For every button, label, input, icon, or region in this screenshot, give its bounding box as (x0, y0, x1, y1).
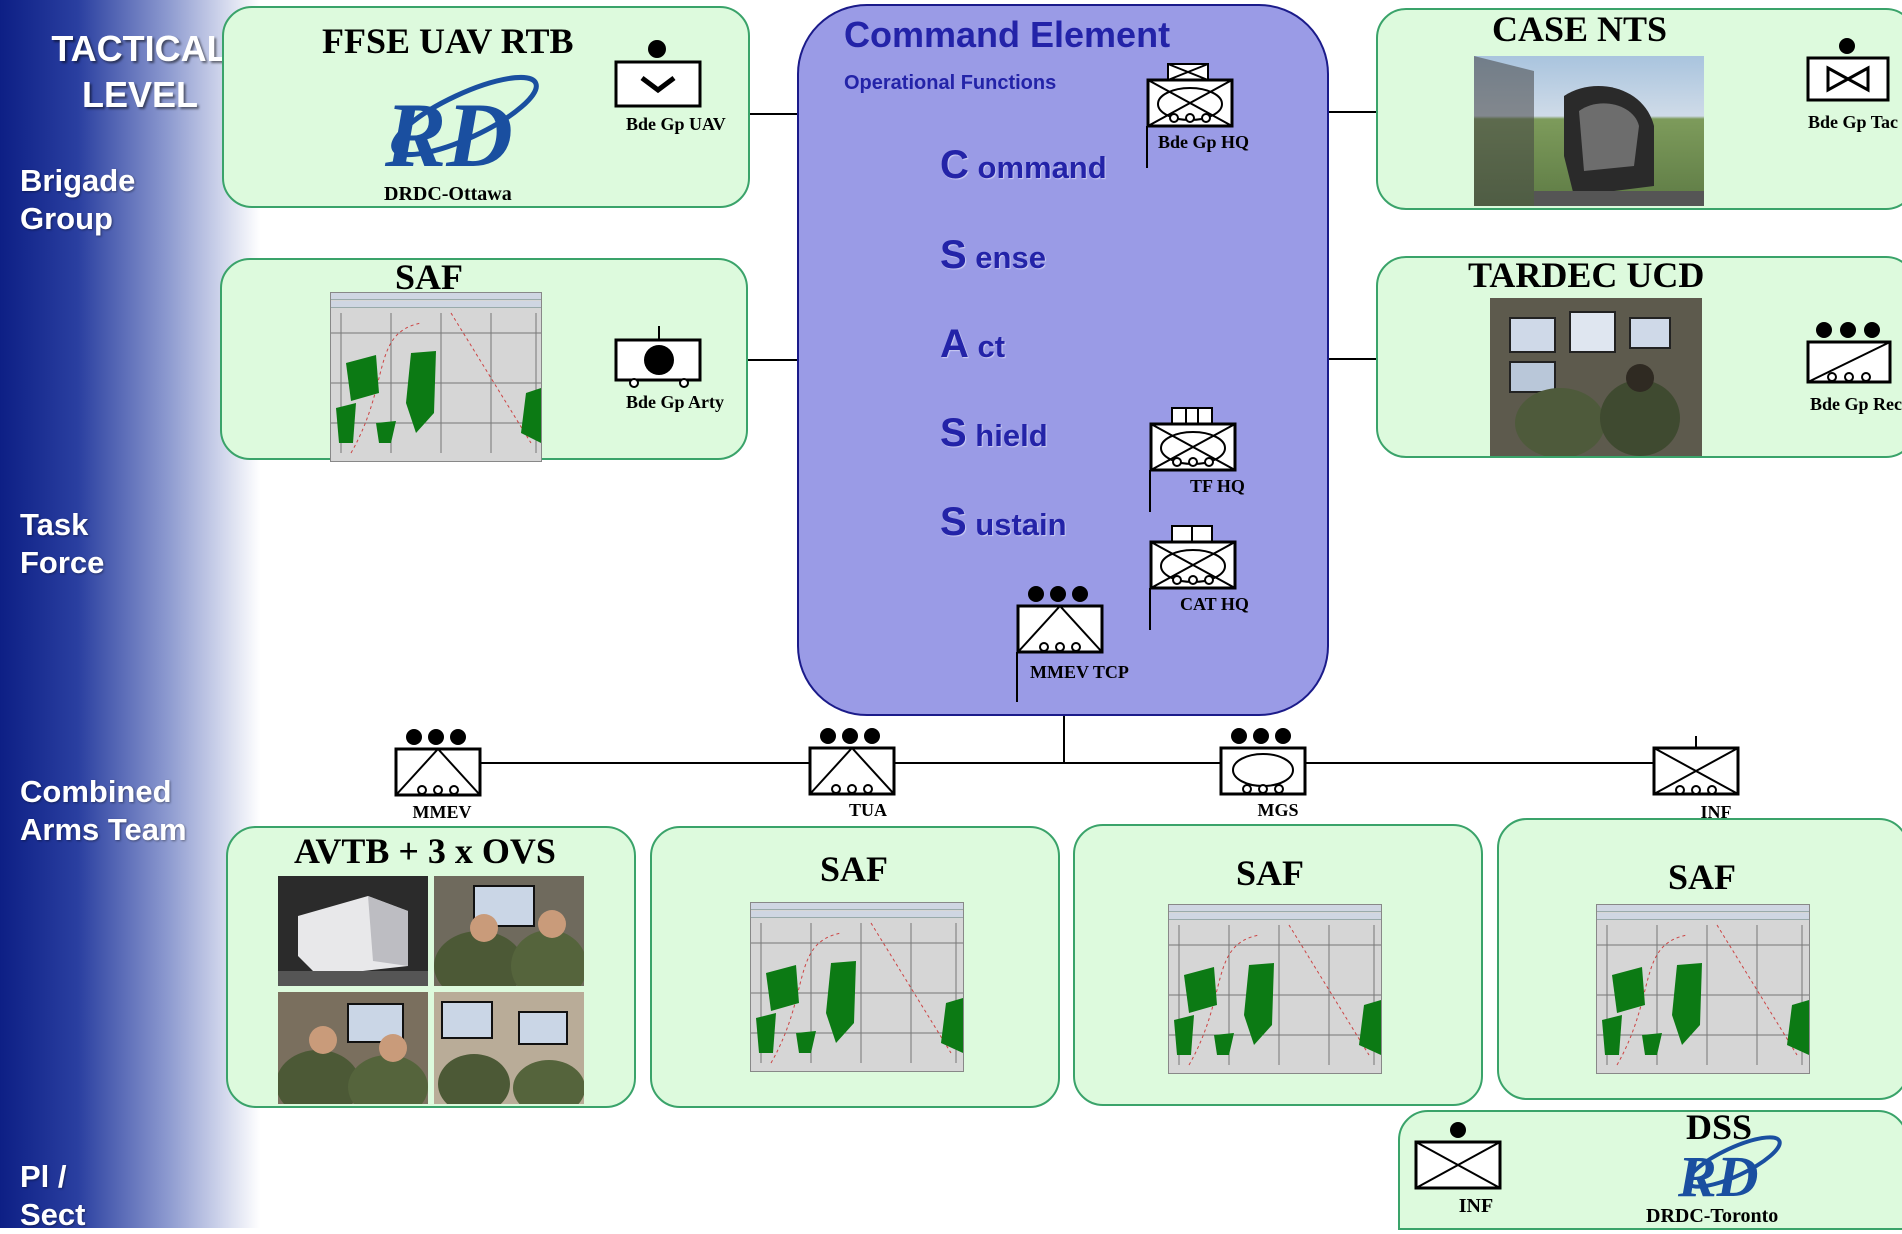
svg-text:RD: RD (384, 84, 513, 186)
tf-hq-symbol (1148, 406, 1240, 519)
tardec-crew-station-photo (1490, 298, 1702, 456)
ffse-title: FFSE UAV RTB (322, 21, 574, 61)
saf-map-arty (330, 292, 542, 462)
function-act: A ct (940, 322, 1006, 366)
dss-org: DRDC-Toronto (1646, 1205, 1779, 1227)
bde-recce-symbol (1806, 320, 1894, 393)
saf-map-tua (750, 902, 964, 1072)
saf-arty-title: SAF (395, 257, 464, 297)
bde-tac-hel-symbol (1806, 36, 1892, 109)
level-brigade-group: Brigade Group (20, 163, 136, 236)
connector-ffse (746, 113, 798, 115)
connector-saf-arty (746, 359, 798, 361)
cat-hq-label: CAT HQ (1180, 594, 1249, 614)
bde-hq-symbol (1146, 60, 1236, 175)
ovs-operator-photo-3 (434, 992, 584, 1104)
saf-inf-title: SAF (1668, 857, 1737, 897)
ovs-operator-photo-2 (278, 992, 428, 1104)
cat-hq-symbol (1148, 524, 1240, 637)
connector-ce-down (1063, 716, 1065, 762)
function-sustain: S ustain (940, 500, 1067, 544)
mmev-tcp-label: MMEV TCP (1030, 662, 1129, 682)
function-shield: S hield (940, 411, 1048, 455)
dss-title: DSS (1686, 1107, 1753, 1147)
connector-tardec (1328, 358, 1378, 360)
ovs-operator-photo-1 (434, 876, 584, 986)
ffse-org: DRDC-Ottawa (384, 183, 512, 205)
inf-team-symbol (1652, 734, 1742, 803)
level-pl-sect: Pl / Sect (20, 1159, 86, 1232)
case-nts-title: CASE NTS (1492, 9, 1668, 49)
bde-arty-label: Bde Gp Arty (626, 392, 725, 412)
bde-uav-symbol (614, 38, 704, 113)
inf-sect-label: INF (1458, 1195, 1494, 1217)
bde-recce-label: Bde Gp Recce (1810, 394, 1902, 414)
avtb-simulator-photo (278, 876, 428, 986)
mgs-symbol (1219, 726, 1309, 803)
saf-map-mgs (1168, 904, 1382, 1074)
avtb-title: AVTB + 3 x OVS (294, 831, 556, 871)
bde-uav-label: Bde Gp UAV (626, 114, 726, 134)
bde-arty-symbol (614, 324, 704, 395)
command-element-subtitle: Operational Functions (844, 72, 1057, 94)
mmev-team-symbol (394, 727, 484, 804)
function-sense: S ense (940, 233, 1046, 277)
level-task-force: Task Force (20, 507, 105, 580)
bde-tac-hel-label: Bde Gp Tac Hel (1808, 112, 1902, 132)
connector-case-nts (1328, 111, 1380, 113)
tardec-title: TARDEC UCD (1468, 255, 1705, 295)
saf-mgs-title: SAF (1236, 853, 1305, 893)
case-nts-simulator-photo (1474, 56, 1704, 206)
inf-team-label: INF (1700, 802, 1732, 822)
tactical-level-heading: TACTICAL LEVEL (51, 28, 229, 115)
saf-tua-title: SAF (820, 849, 889, 889)
bde-hq-label: Bde Gp HQ (1158, 132, 1250, 152)
drdc-logo: RD (375, 66, 545, 191)
tua-symbol (808, 726, 898, 803)
drdc-toronto-logo: RD (1674, 1130, 1784, 1213)
mmev-tcp-symbol (1016, 584, 1106, 709)
tua-label: TUA (848, 800, 887, 820)
connector-team-bus (480, 762, 1656, 764)
command-element-title: Command Element (844, 14, 1171, 55)
function-command: C ommand (940, 143, 1107, 187)
level-combined-arms-team: Combined Arms Team (20, 774, 187, 847)
inf-sect-symbol (1414, 1120, 1504, 1197)
level-sidebar: TACTICAL LEVEL Brigade Group Task Force … (0, 0, 260, 1232)
svg-text:RD: RD (1677, 1144, 1759, 1208)
tf-hq-label: TF HQ (1190, 476, 1245, 496)
mmev-team-label: MMEV (412, 802, 472, 822)
mgs-label: MGS (1257, 800, 1299, 820)
saf-map-inf (1596, 904, 1810, 1074)
